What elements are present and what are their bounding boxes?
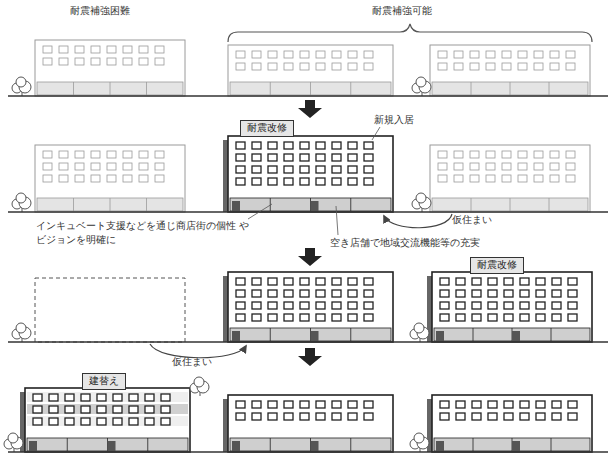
old-building — [430, 45, 590, 96]
tree — [412, 193, 431, 212]
label-text: インキュベート支援などを通じ商店街の個性 やビジョンを明確に — [36, 220, 249, 245]
old-building — [35, 40, 185, 96]
old-building — [228, 45, 393, 96]
tree — [412, 77, 431, 96]
label-text: 新規入居 — [374, 114, 414, 125]
explanation-note: インキュベート支援などを通じ商店街の個性 やビジョンを明確に — [36, 219, 251, 246]
old-building — [430, 145, 590, 212]
explanation-note: 空き店舗で地域交流機能等の充実 — [330, 236, 480, 250]
heading-note: 耐震補強困難 — [70, 4, 130, 18]
arrow-label: 仮住まい — [172, 355, 212, 369]
tree — [12, 193, 31, 212]
label-text: 空き店舗で地域交流機能等の充実 — [330, 237, 480, 248]
heading-note: 耐震補強可能 — [372, 4, 432, 18]
tree — [190, 377, 209, 396]
box-label: 耐震改修 — [477, 259, 517, 272]
move-arrow — [150, 344, 246, 358]
tree — [410, 433, 429, 452]
label-box: 建替え — [82, 373, 126, 390]
renov-building — [427, 272, 592, 342]
old-building — [35, 145, 185, 212]
label-text: 耐震補強困難 — [70, 5, 130, 16]
label-box: 耐震改修 — [240, 120, 294, 137]
step-arrow — [298, 100, 322, 366]
callout-note: 新規入居 — [374, 113, 414, 127]
label-text: 仮住まい — [452, 214, 492, 225]
label-text: 耐震補強可能 — [372, 5, 432, 16]
renov-building — [223, 272, 393, 342]
tree — [4, 433, 23, 452]
renov-building — [223, 136, 393, 212]
ground-line — [8, 96, 608, 452]
dashed-building — [35, 278, 185, 342]
arrow-label: 仮住まい — [452, 213, 492, 227]
move-arrow — [384, 214, 452, 228]
box-label: 建替え — [89, 375, 119, 388]
leader-line — [248, 127, 380, 235]
bracket — [228, 24, 592, 42]
renov-building — [223, 395, 393, 452]
box-label: 耐震改修 — [247, 122, 287, 135]
rebuilt-building — [20, 388, 190, 452]
label-text: 仮住まい — [172, 356, 212, 367]
tree — [410, 323, 429, 342]
tree — [12, 77, 31, 96]
label-box: 耐震改修 — [470, 257, 524, 274]
renov-building — [427, 395, 592, 452]
tree — [12, 323, 31, 342]
